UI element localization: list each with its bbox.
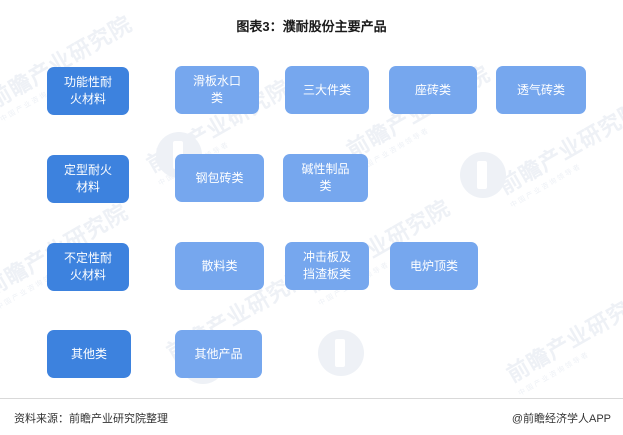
node-product-ladle-brick[interactable]: 钢包砖类 (175, 154, 264, 202)
node-product-electric-furnace-roof[interactable]: 电炉顶类 (390, 242, 478, 290)
footer-source-text: 资料来源：前瞻产业研究院整理 (14, 413, 168, 425)
node-product-three-big-pieces[interactable]: 三大件类 (285, 66, 369, 114)
node-product-basic-products[interactable]: 碱性制品 类 (283, 154, 368, 202)
footer-brand-text: @前瞻经济学人APP (511, 413, 611, 425)
node-category-unshaped-refractory[interactable]: 不定性耐 火材料 (47, 243, 129, 291)
node-category-functional-refractory[interactable]: 功能性耐 火材料 (47, 67, 129, 115)
node-product-bulk-materials[interactable]: 散料类 (175, 242, 264, 290)
node-product-other-products[interactable]: 其他产品 (175, 330, 262, 378)
footer: 资料来源：前瞻产业研究院整理 @前瞻经济学人APP (0, 398, 623, 435)
node-product-slide-gate-nozzle[interactable]: 滑板水口 类 (175, 66, 259, 114)
page-title: 图表3：濮耐股份主要产品 (236, 19, 387, 34)
node-category-others[interactable]: 其他类 (47, 330, 131, 378)
node-product-seat-brick[interactable]: 座砖类 (389, 66, 477, 114)
node-product-air-permeable-brick[interactable]: 透气砖类 (496, 66, 586, 114)
node-category-shaped-refractory[interactable]: 定型耐火 材料 (47, 155, 129, 203)
node-product-impact-slag-plate[interactable]: 冲击板及 挡渣板类 (285, 242, 369, 290)
